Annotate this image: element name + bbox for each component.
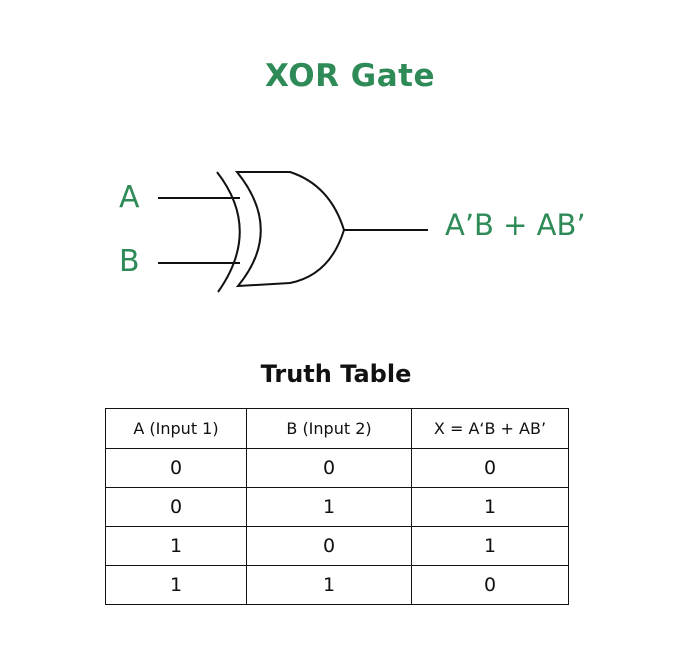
input-a-label: A [119, 180, 140, 215]
table-cell: 1 [411, 526, 569, 566]
table-cell: 0 [411, 565, 569, 605]
table-cell: 1 [105, 526, 247, 566]
table-cell: 0 [246, 448, 412, 488]
xor-extra-curve [216, 171, 241, 293]
table-row: 1 0 1 [105, 526, 569, 566]
table-header-row: A (Input 1) B (Input 2) X = A‘B + AB’ [105, 408, 569, 449]
table-row: 0 1 1 [105, 487, 569, 527]
output-expression: A’B + AB’ [445, 208, 586, 242]
table-row: 1 1 0 [105, 565, 569, 605]
or-gate-body [234, 171, 346, 288]
input-b-label: B [119, 244, 140, 279]
table-cell: 0 [105, 448, 247, 488]
table-row: 0 0 0 [105, 448, 569, 488]
table-cell: 1 [246, 487, 412, 527]
header-output: X = A‘B + AB’ [411, 408, 569, 449]
header-input-a: A (Input 1) [105, 408, 247, 449]
table-cell: 1 [105, 565, 247, 605]
truth-table: A (Input 1) B (Input 2) X = A‘B + AB’ 0 … [105, 408, 569, 605]
truth-table-title: Truth Table [260, 360, 412, 388]
table-cell: 1 [246, 565, 412, 605]
table-cell: 0 [246, 526, 412, 566]
gate-title: XOR Gate [264, 58, 436, 94]
table-cell: 0 [411, 448, 569, 488]
table-cell: 0 [105, 487, 247, 527]
table-cell: 1 [411, 487, 569, 527]
header-input-b: B (Input 2) [246, 408, 412, 449]
